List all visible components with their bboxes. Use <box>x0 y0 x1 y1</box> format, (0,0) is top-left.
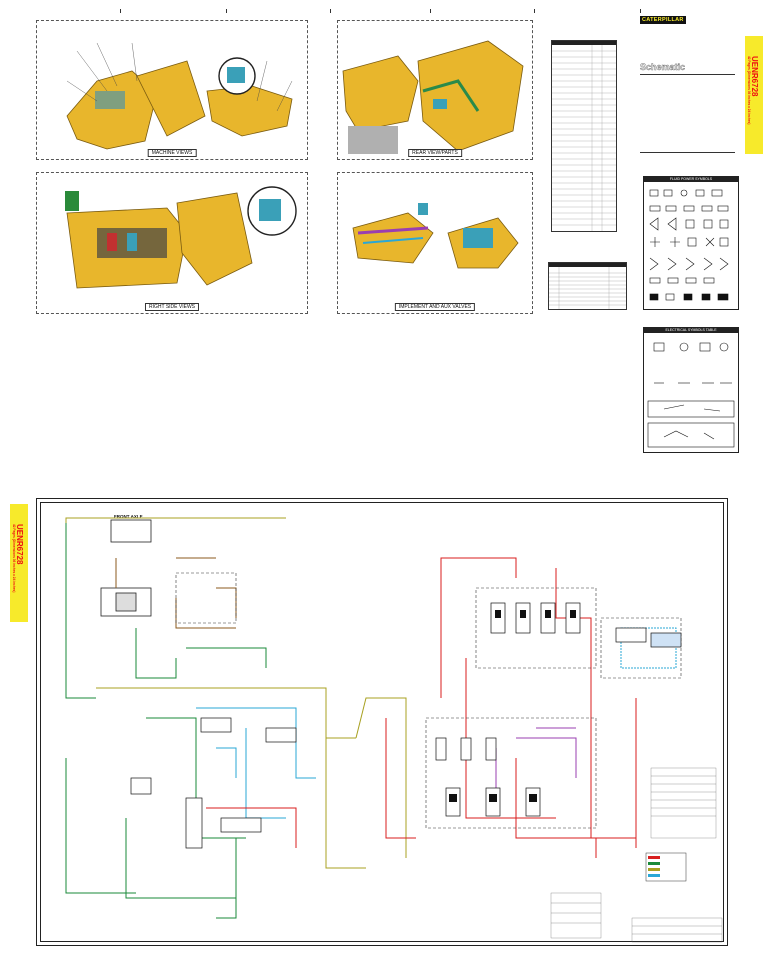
front-axle-assembly <box>100 519 152 617</box>
caterpillar-logo: CATERPILLAR <box>640 16 686 24</box>
reg-tick <box>534 9 535 13</box>
line-color-legend <box>645 852 687 882</box>
reg-tick <box>330 9 331 13</box>
hydraulic-schematic <box>65 517 723 943</box>
panel-implement-valves: IMPLEMENT AND AUX VALVES <box>337 172 533 314</box>
machine-illustration <box>66 42 293 150</box>
supply-lines <box>65 523 267 919</box>
front-axle-label: FRONT AXLE <box>114 514 143 519</box>
schematic-title: Schematic <box>640 62 686 73</box>
schematic-frame <box>36 498 728 946</box>
machine-illustration <box>352 203 519 269</box>
pages-note: 42 Pages (Dimensions 36 inches x 24 inch… <box>12 524 16 593</box>
doc-number: UENR6728 <box>15 524 24 565</box>
fluid-power-legend: FLUID POWER SYMBOLS <box>643 176 739 310</box>
legend-heading: ELECTRICAL SYMBOLS TABLE <box>644 328 738 333</box>
table-rows <box>549 267 626 309</box>
solenoid-markers <box>449 610 576 802</box>
schematic-inner-frame <box>40 502 724 942</box>
view-label: RIGHT SIDE VIEWS <box>144 303 200 311</box>
doc-number: UENR6728 <box>750 56 759 97</box>
reg-tick <box>430 9 431 13</box>
panel-machine-views: MACHINE VIEWS <box>36 20 308 160</box>
bottom-sheet: UENR6728 42 Pages (Dimensions 36 inches … <box>0 490 768 955</box>
legend-symbols <box>647 342 735 448</box>
title-rule <box>640 152 735 153</box>
top-sheet: MACHINE VIEWS REAR VIEW/PARTS RIGHT SIDE… <box>0 0 768 453</box>
title-rule <box>640 74 735 75</box>
case-drain-lines <box>65 517 407 869</box>
doc-banner: UENR6728 42 Pages (Dimensions 36 inches … <box>745 36 763 154</box>
component-table <box>551 40 617 232</box>
reg-tick <box>640 9 641 13</box>
tap-table <box>548 262 627 310</box>
pilot-lines <box>196 627 677 819</box>
pages-note: 42 Pages (Dimensions 36 inches x 24 inch… <box>747 56 751 125</box>
aux-lines <box>495 727 577 798</box>
electrical-legend: ELECTRICAL SYMBOLS TABLE <box>643 327 739 453</box>
pressure-lines <box>206 557 637 858</box>
view-label: MACHINE VIEWS <box>147 149 197 157</box>
view-label: REAR VIEW/PARTS <box>408 149 462 157</box>
machine-illustration <box>65 186 297 289</box>
notes-table <box>550 767 723 943</box>
reg-tick <box>120 9 121 13</box>
legend-heading: FLUID POWER SYMBOLS <box>644 177 738 182</box>
view-label: IMPLEMENT AND AUX VALVES <box>394 303 476 311</box>
reg-tick <box>226 9 227 13</box>
component-boundaries <box>175 572 682 829</box>
doc-banner: UENR6728 42 Pages (Dimensions 36 inches … <box>10 504 28 622</box>
legend-symbols <box>649 189 729 301</box>
panel-rear-view: REAR VIEW/PARTS <box>337 20 533 160</box>
panel-right-side-views: RIGHT SIDE VIEWS <box>36 172 308 314</box>
machine-illustration <box>342 40 524 154</box>
table-rows <box>552 45 616 231</box>
